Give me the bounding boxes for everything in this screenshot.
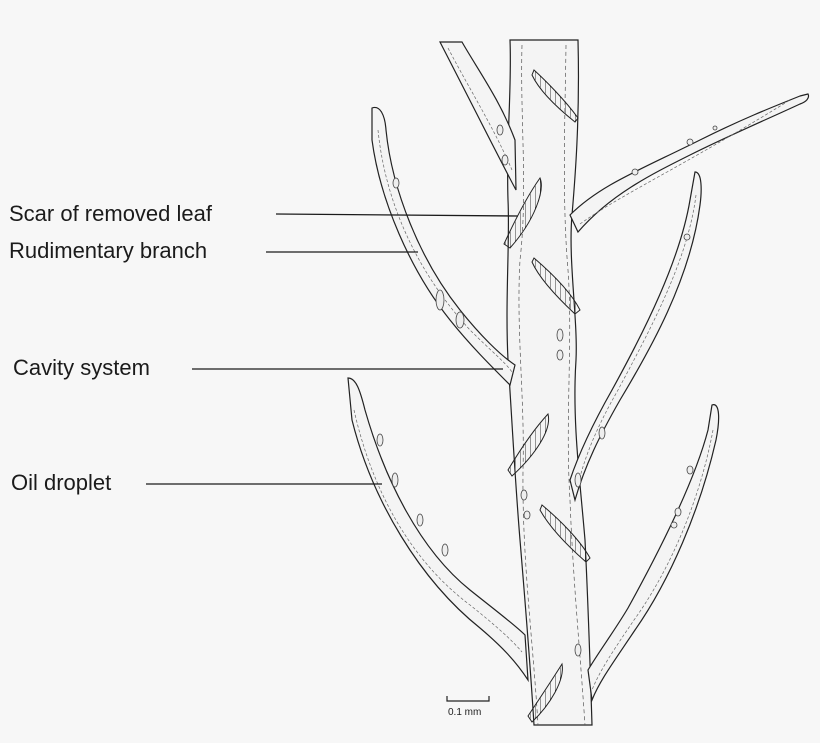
scale-bar	[446, 696, 490, 702]
label-rudimentary-branch: Rudimentary branch	[9, 238, 208, 263]
label-cavity-system: Cavity system	[13, 355, 150, 380]
branch-right-lower	[587, 404, 720, 703]
branch-upper-left	[439, 41, 517, 191]
label-scar-of-removed-leaf: Scar of removed leaf	[9, 201, 212, 226]
leader-lines	[146, 213, 519, 485]
scale-bar-label: 0.1 mm	[448, 707, 482, 718]
cavity-outlines	[353, 47, 791, 691]
branch-left-lower	[347, 377, 529, 683]
oil-droplets	[376, 124, 718, 657]
branch-left-rudimentary	[371, 106, 516, 387]
label-oil-droplet: Oil droplet	[11, 470, 112, 495]
branch-right-middle	[569, 171, 702, 503]
main-stem	[506, 39, 593, 726]
leader-line-scar	[275, 213, 519, 217]
branch-right-long	[569, 93, 810, 234]
leaf-scars	[503, 69, 591, 723]
